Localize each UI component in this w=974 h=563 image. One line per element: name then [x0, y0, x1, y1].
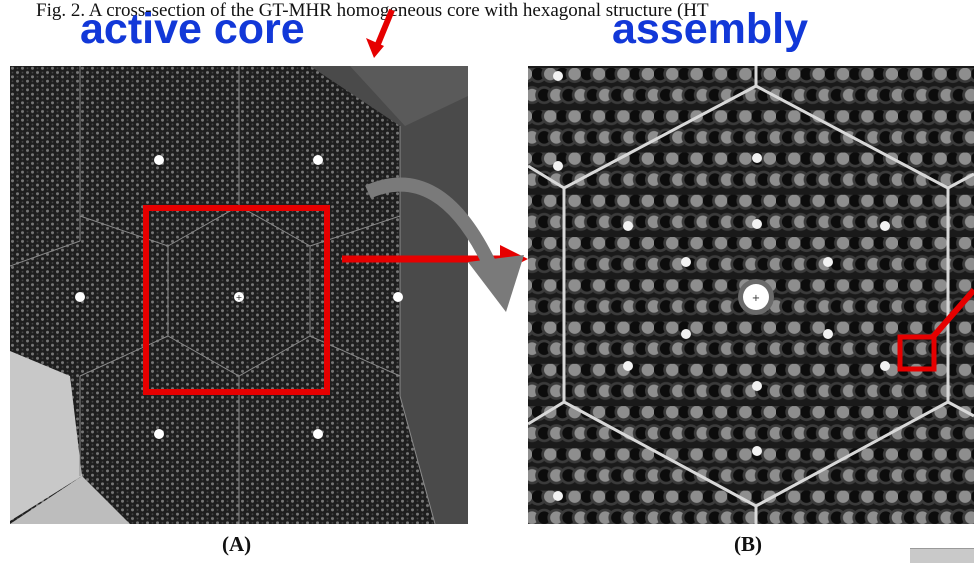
central-channel: [743, 284, 769, 310]
core-cross-section-panel: +: [10, 66, 468, 524]
reflector-top-right: [350, 66, 468, 126]
active-core-label: active core: [80, 5, 305, 53]
center-plus-icon: +: [236, 293, 243, 302]
white-pin-holes: [553, 71, 890, 501]
assembly-hexagon-outline: [528, 66, 974, 524]
panel-a-label: (A): [222, 532, 252, 556]
assembly-detail-image: +: [528, 66, 974, 524]
pin-highlight-box: [897, 334, 937, 372]
zoom-highlight-box: [143, 205, 330, 395]
center-hole: [234, 292, 244, 302]
reflector-bottom-left-edge: [10, 476, 130, 524]
figure-caption: Fig. 2. A cross-section of the GT-MHR ho…: [36, 0, 709, 21]
assembly-detail-panel: +: [528, 66, 974, 524]
center-plus-icon: +: [752, 293, 760, 304]
control-rod-holes: [75, 155, 403, 439]
corner-thumbnail: [910, 548, 974, 563]
assembly-label: assembly: [612, 5, 809, 53]
core-cross-section-image: +: [10, 66, 468, 524]
reflector-bottom-left: [10, 351, 82, 521]
panel-b-label: (B): [734, 532, 762, 556]
